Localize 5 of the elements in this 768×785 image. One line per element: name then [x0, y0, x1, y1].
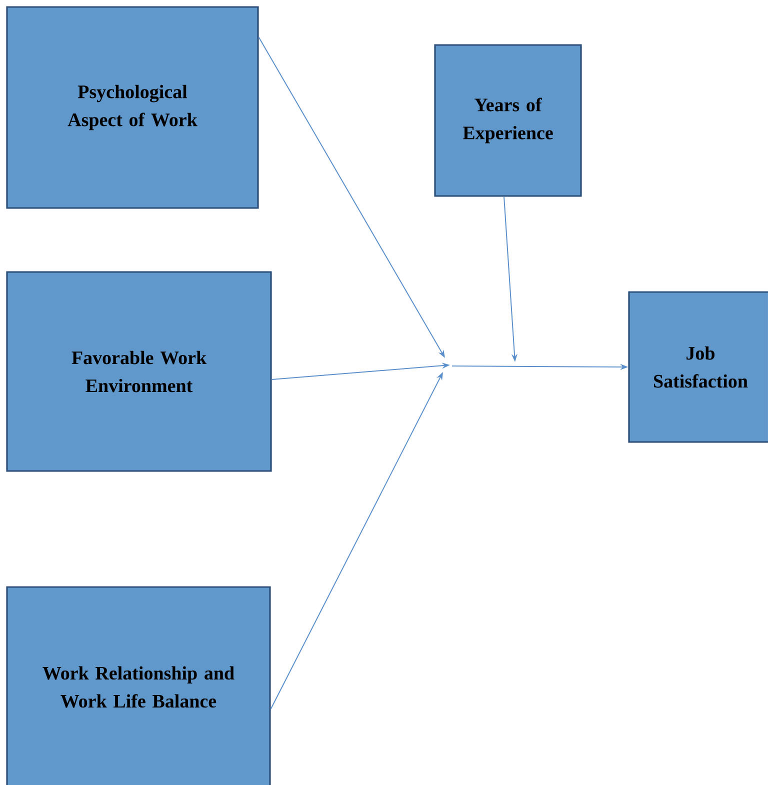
variable-box: Years of Experience — [434, 44, 582, 197]
variable-box: Work Relationship and Work Life Balance — [6, 586, 271, 785]
variable-box: Favorable Work Environment — [6, 271, 272, 472]
variable-box: Psychological Aspect of Work — [6, 6, 259, 209]
variable-box: Job Satisfaction — [628, 291, 768, 443]
